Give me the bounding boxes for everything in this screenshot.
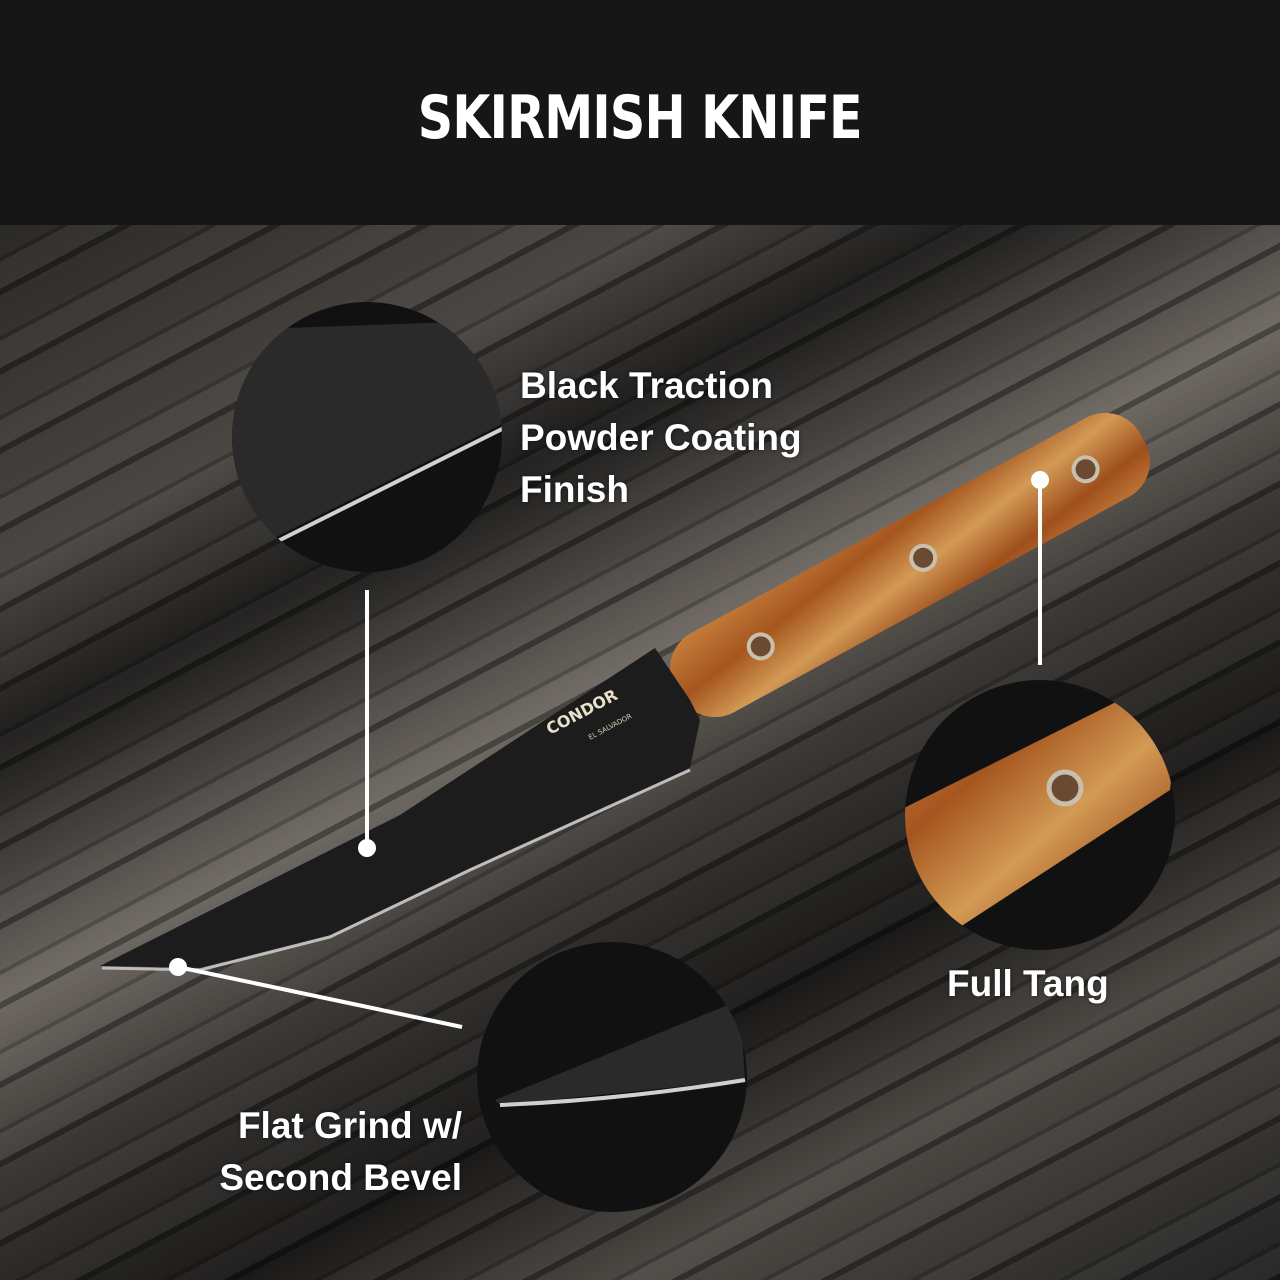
rivet	[1071, 455, 1100, 484]
callout-dot-grind	[169, 958, 187, 976]
callout-line-grind	[177, 965, 463, 1029]
closeup-tang	[905, 680, 1175, 950]
callout-label-coating: Black Traction Powder Coating Finish	[520, 365, 802, 510]
callout-dot-tang	[1031, 471, 1049, 489]
rivet	[909, 543, 938, 572]
knife-handle	[670, 412, 1150, 718]
page-title: SKIRMISH KNIFE	[417, 82, 863, 153]
closeup-grind	[477, 942, 747, 1212]
rivet	[746, 632, 775, 661]
callout-dot-coating	[358, 839, 376, 857]
callout-label-grind: Flat Grind w/ Second Bevel	[219, 1105, 462, 1198]
header-banner: SKIRMISH KNIFE	[0, 0, 1280, 225]
closeup-coating	[232, 302, 502, 572]
knife-blade	[100, 648, 700, 968]
callout-label-tang: Full Tang	[947, 963, 1109, 1004]
